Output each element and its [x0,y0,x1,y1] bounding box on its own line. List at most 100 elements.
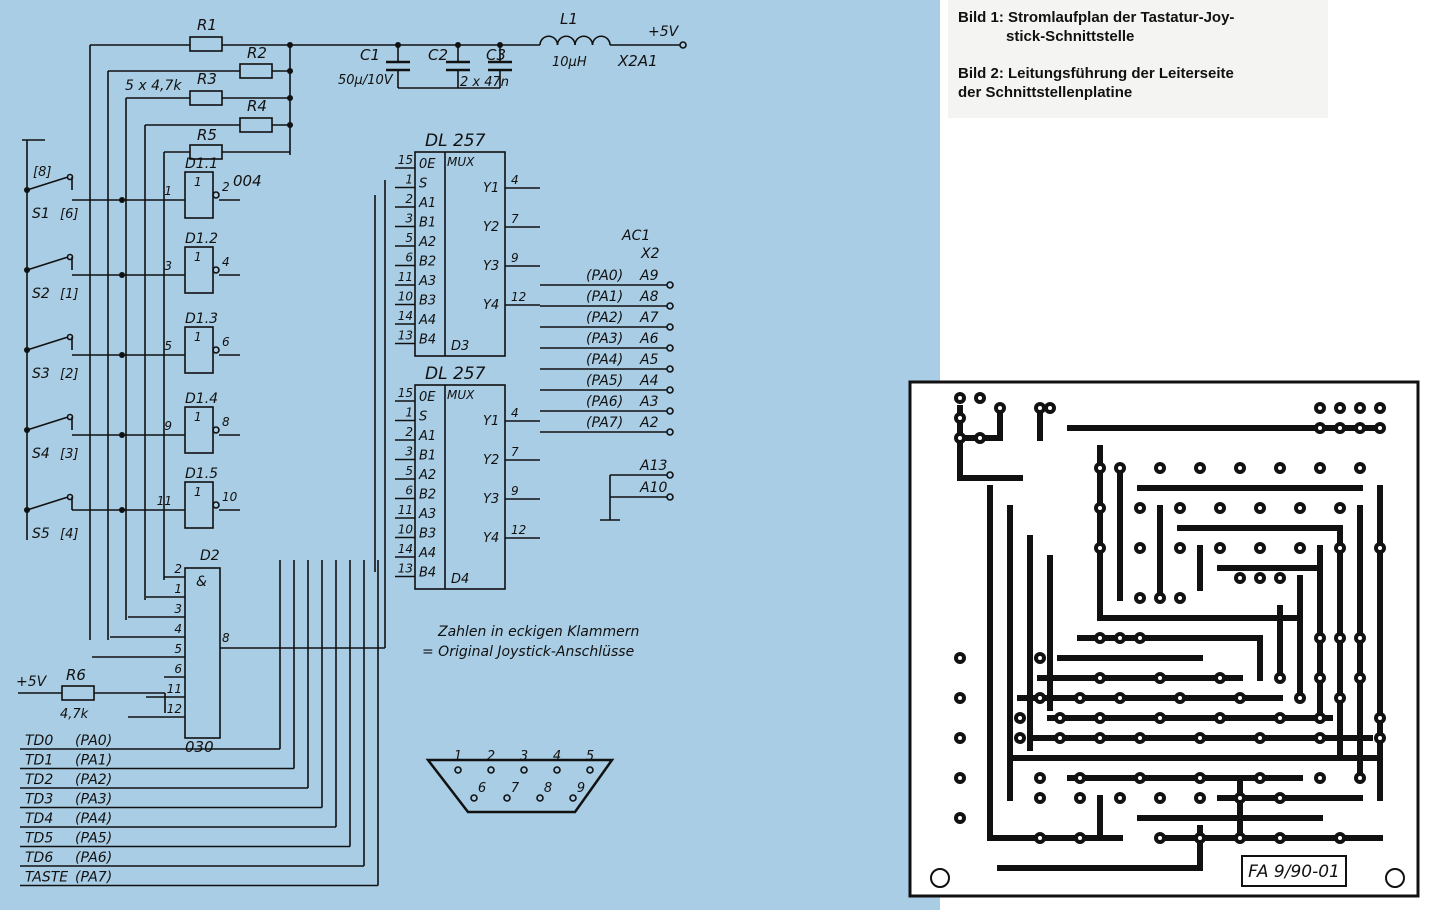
pcb-pad-hole [1218,676,1222,680]
inverter-name: D1.5 [185,466,218,482]
nand-gate [184,567,221,739]
pcb-pad-hole [1158,796,1162,800]
pcb-pad-hole [1158,596,1162,600]
pcb-pad-hole [1338,546,1342,550]
pcb-pad-hole [1038,696,1042,700]
connector-label2: X2 [640,246,660,262]
pcb-mount-hole [930,868,950,888]
td-name: TASTE [25,870,68,886]
td-name: TD1 [25,753,53,769]
connector-signal: (PA2) [586,310,623,326]
pcb-pad-hole [1278,576,1282,580]
pcb-pad-hole [1098,716,1102,720]
r4-body [239,117,273,133]
mux-out-pin: 7 [511,212,519,226]
c3-label: C3 [486,46,506,64]
switch-pin: [2] [60,367,78,382]
pcb-pad-hole [1338,696,1342,700]
pcb-pad-hole [1318,636,1322,640]
connector-signal: (PA7) [586,415,623,431]
switch-S4 [26,416,69,431]
caption-box: Bild 1: Stromlaufplan der Tastatur-Joy- … [948,0,1328,118]
pcb-pad-hole [1278,716,1282,720]
terminal [66,333,74,341]
caption-bild1: Bild 1: Stromlaufplan der Tastatur-Joy- [958,9,1235,26]
pcb-pad-hole [958,776,962,780]
mux-out-name: Y4 [483,531,499,546]
r6-value: 4,7k [60,707,89,722]
terminal [666,428,674,436]
inverter-name: D1.4 [185,391,218,407]
pcb-pad-hole [1238,466,1242,470]
mux-type: DL 257 [425,131,486,151]
nand-symbol: & [196,574,207,590]
td-signal: (PA4) [75,811,112,827]
pcb-pad-hole [1118,466,1122,470]
mux-in-pin: 5 [405,231,413,245]
junction-dot [497,42,503,48]
junction-dot [287,122,293,128]
pcb-pad-hole [1358,676,1362,680]
pcb-pad-hole [1318,736,1322,740]
connector-pin: A2 [639,415,659,431]
pcb-pad-hole [1198,736,1202,740]
mux-in-name: A2 [418,468,436,483]
inverter-name: D1.1 [185,156,218,172]
mux-out-pin: 7 [511,445,519,459]
terminal [470,794,478,802]
inverter-in-pin: 3 [164,259,172,273]
inverter-out-pin: 4 [222,255,230,269]
junction-dot [119,197,125,203]
terminal [66,253,74,261]
terminal [212,191,220,199]
terminal [66,493,74,501]
pcb-pad-hole [958,696,962,700]
mux-in-pin: 15 [398,153,413,167]
terminal [666,365,674,373]
dsub-pin-label: 8 [544,781,552,796]
pcb-pad-hole [1198,466,1202,470]
l1-coil [574,35,594,46]
mux-in-name: 0E [419,157,436,172]
pcb-pad-hole [1138,636,1142,640]
terminal [666,471,674,479]
pcb-pad-hole [1238,696,1242,700]
inverter-symbol: 1 [194,250,202,264]
pcb-pad-hole [1038,836,1042,840]
inverter-out-pin: 2 [222,180,230,194]
r3-label: R3 [197,70,217,88]
td-name: TD6 [25,850,53,866]
mux-in-name: B4 [419,333,436,348]
switch-pin: [1] [60,287,78,302]
switch-pin: [6] [60,207,78,222]
terminal [586,766,594,774]
mux-in-pin: 14 [398,309,413,323]
mux-out-pin: 9 [511,484,519,498]
pcb-pad-hole [1198,836,1202,840]
pcb-pad-hole [958,416,962,420]
mux-in-name: A3 [418,507,436,522]
terminal [212,266,220,274]
pcb-pad-hole [1338,426,1342,430]
pcb-pad-hole [1378,406,1382,410]
connector-pin: A3 [639,394,658,410]
mux-in-pin: 3 [405,212,413,226]
pcb-pad-hole [1058,716,1062,720]
pcb-pad-hole [1178,506,1182,510]
pcb-pad-hole [1358,406,1362,410]
pcb-pad-hole [1318,716,1322,720]
mux-in-name: S [419,410,427,425]
pcb-pad-hole [1138,776,1142,780]
pcb-layout: FA 9/90-01 [908,380,1420,898]
pcb-pad-hole [1198,776,1202,780]
note-line1: Zahlen in eckigen Klammern [437,624,639,640]
pcb-pad-hole [1118,636,1122,640]
td-name: TD4 [25,811,53,827]
terminal [520,766,528,774]
pcb-label-box [1241,855,1347,887]
mux-D4 [414,384,506,590]
pcb-pad-hole [1218,506,1222,510]
mux-in-name: A1 [418,196,436,211]
pcb-pad-hole [1378,426,1382,430]
pcb-pad-hole [1178,546,1182,550]
